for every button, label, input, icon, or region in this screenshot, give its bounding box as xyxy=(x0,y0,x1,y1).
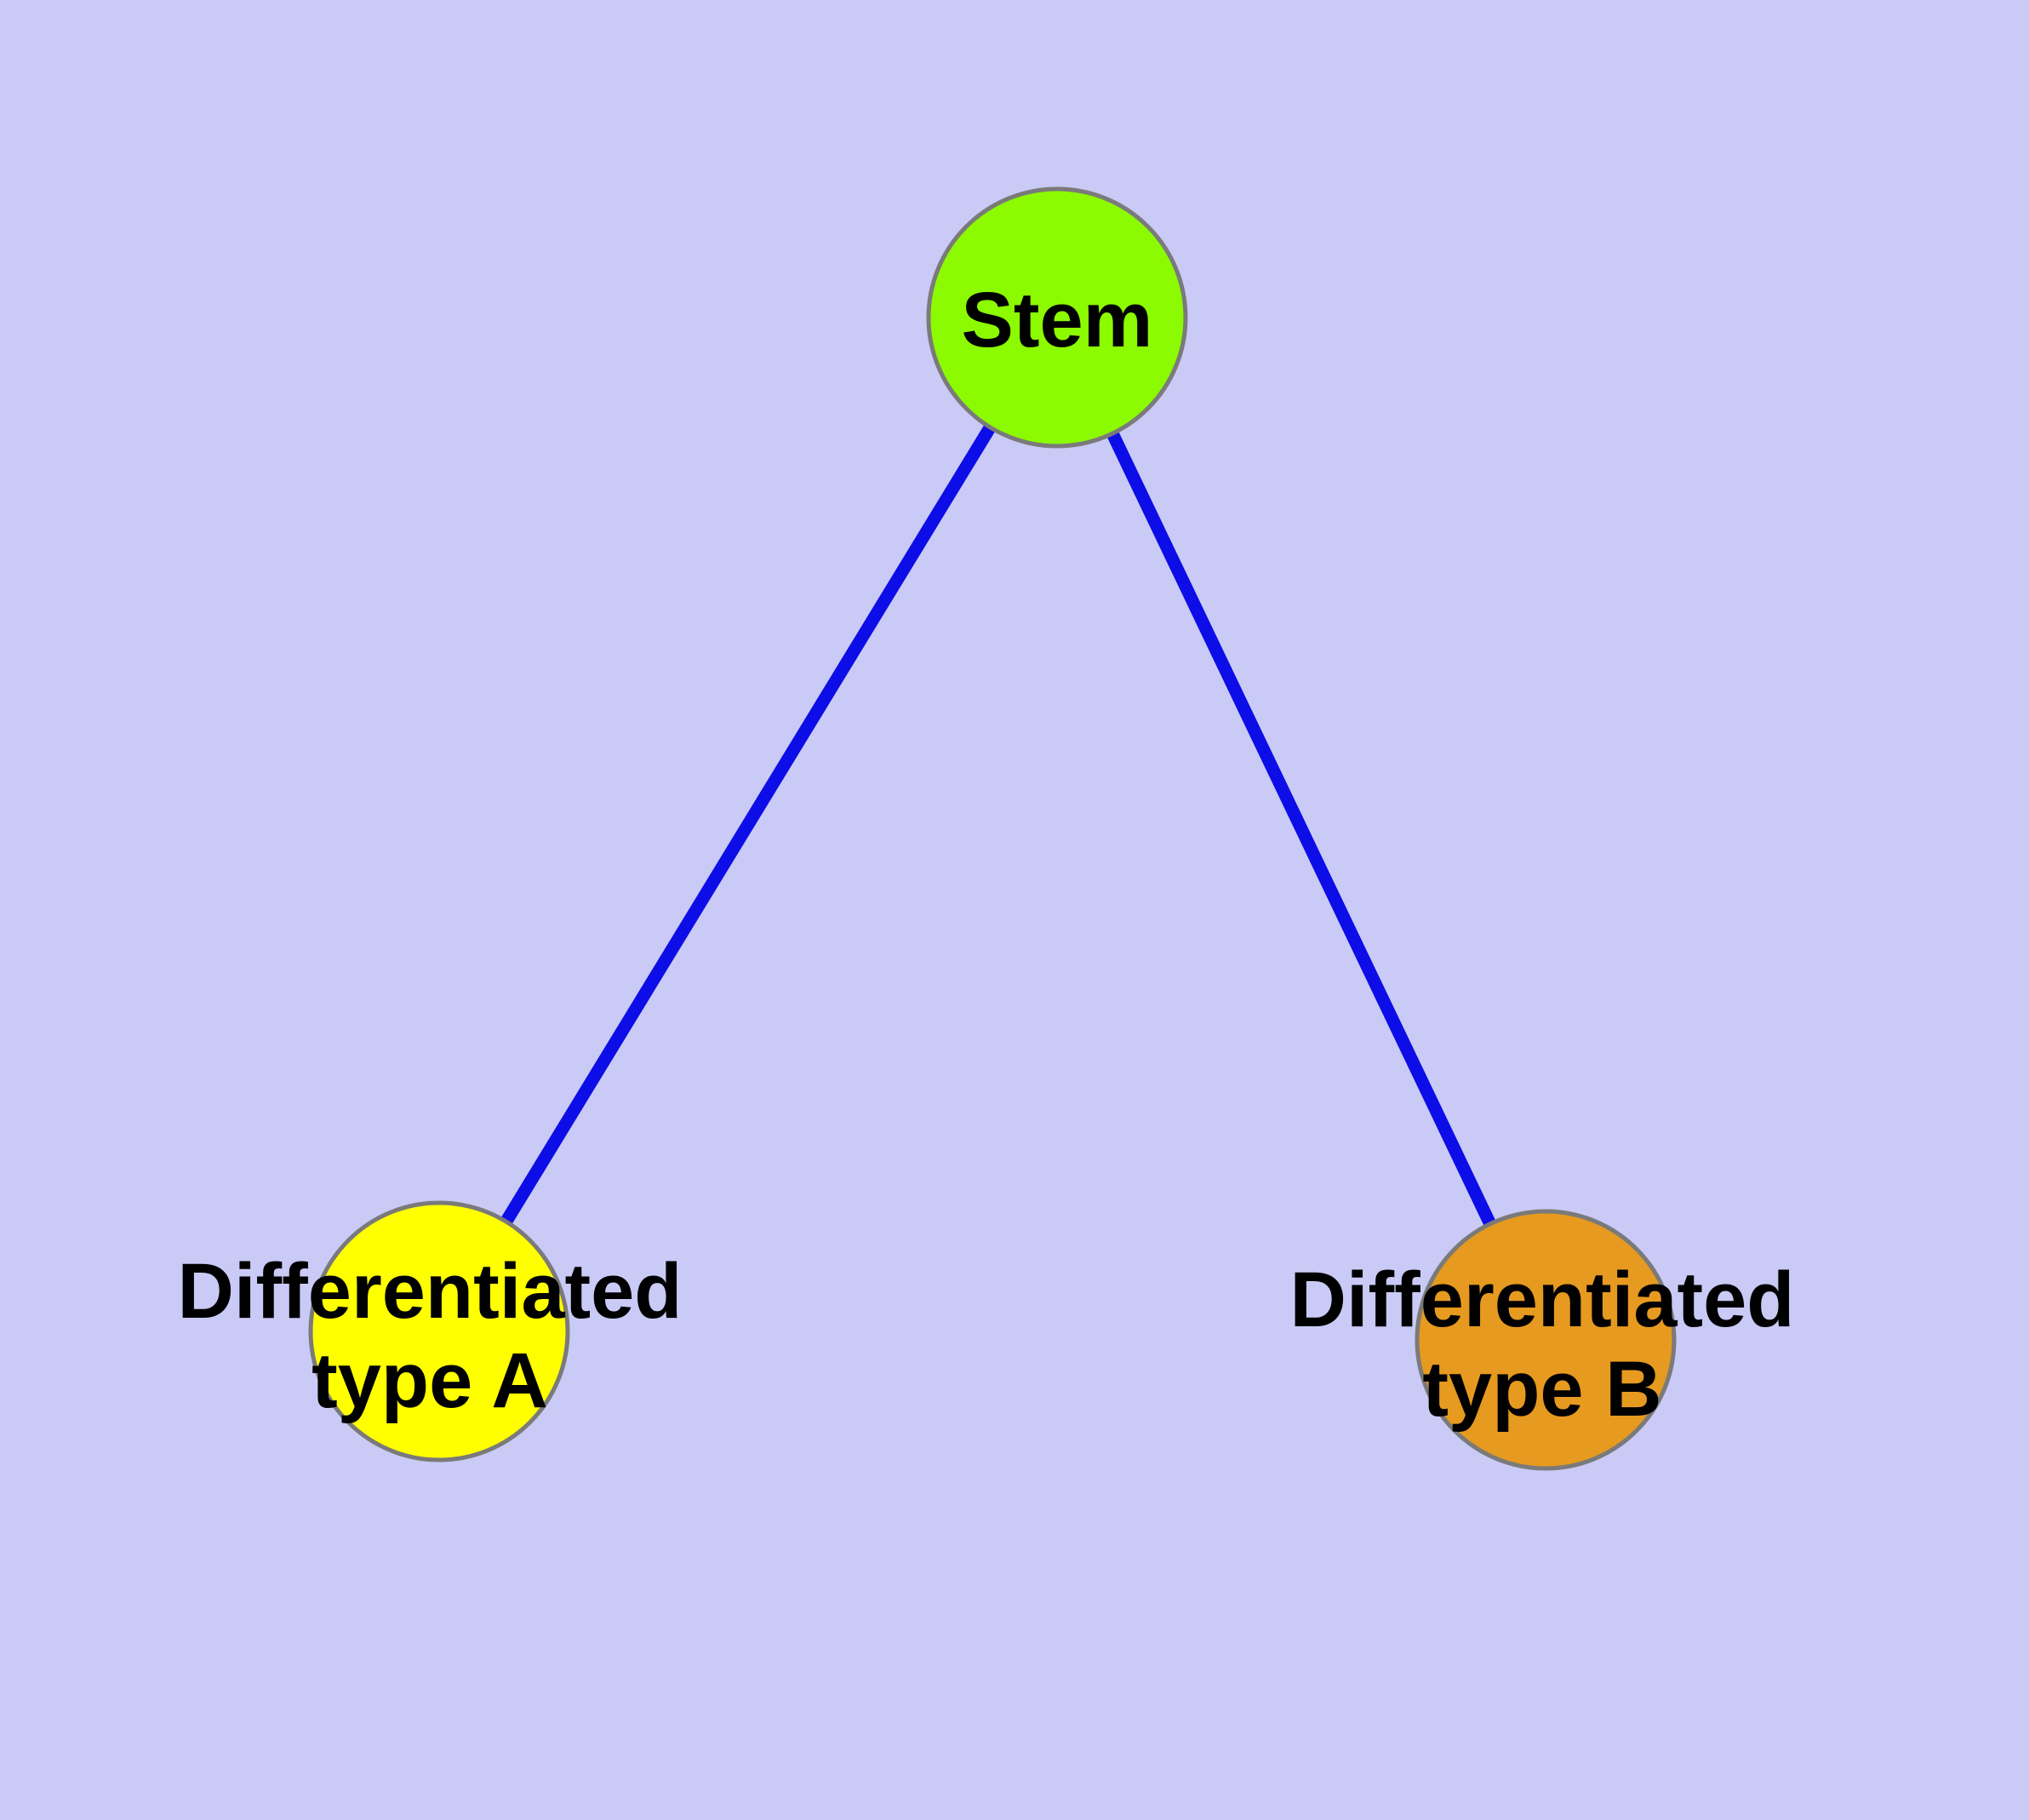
node-type-a-label-line1: Differentiated xyxy=(178,1248,683,1335)
node-type-b-label-line1: Differentiated xyxy=(1290,1256,1795,1343)
edge-stem-to-type-a xyxy=(433,314,1063,1335)
node-type-b-label-line2: type B xyxy=(1422,1346,1661,1433)
node-type-b-circle xyxy=(1415,1209,1677,1471)
node-stem-label: Stem xyxy=(962,277,1153,363)
edge-stem-to-type-b xyxy=(1051,314,1552,1343)
node-stem-circle xyxy=(926,186,1188,449)
node-type-a-label-line2: type A xyxy=(311,1337,548,1424)
node-type-a-circle xyxy=(308,1200,570,1462)
